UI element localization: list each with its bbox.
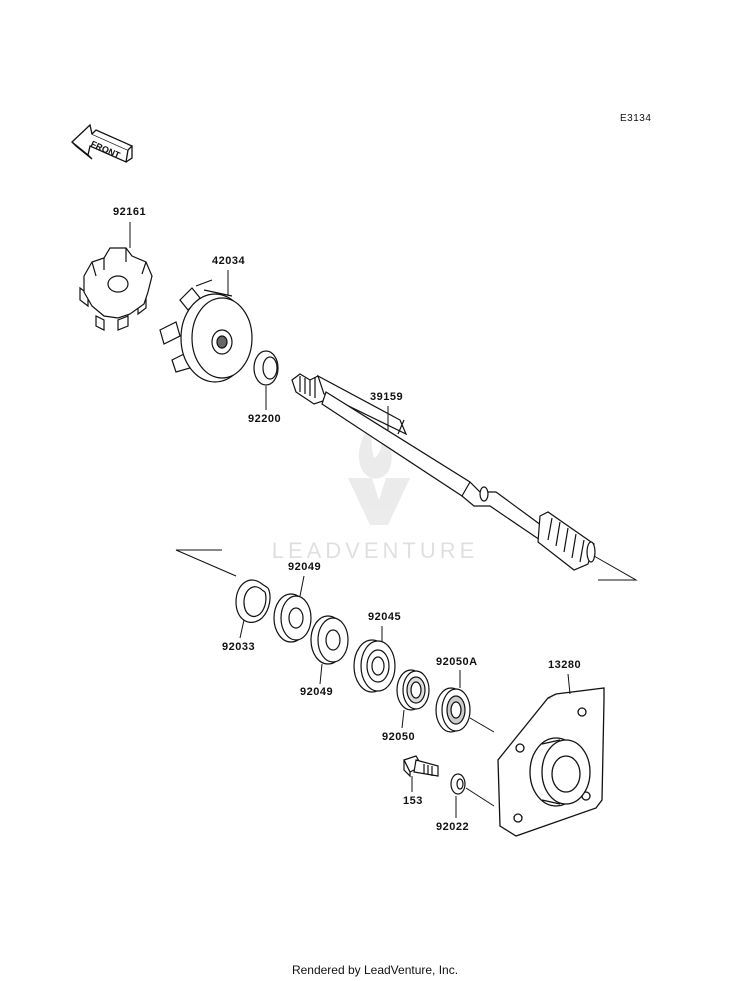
watermark-text: LEADVENTURE [272,538,479,563]
part-92050-bearing[interactable] [396,669,430,711]
part-153-fitting[interactable] [403,755,439,778]
label-153[interactable]: 153 [403,795,423,807]
part-92022-washer[interactable] [450,773,466,795]
part-39159-drive-shaft[interactable] [291,373,596,571]
leader-92050A-to-housing [469,717,495,733]
leader-13280 [567,673,571,695]
part-92033-circlip[interactable] [235,579,271,623]
label-92161[interactable]: 92161 [113,206,146,218]
part-92200-washer[interactable] [253,350,279,386]
footer-credit: Rendered by LeadVenture, Inc. [291,963,459,977]
part-42034-impeller[interactable] [159,279,253,383]
label-92049-upper[interactable]: 92049 [288,561,321,573]
assembly-line-left [175,549,237,577]
part-13280-bearing-housing[interactable] [497,687,605,837]
label-92200[interactable]: 92200 [248,413,281,425]
part-92050A-seal[interactable] [435,687,471,733]
label-13280[interactable]: 13280 [548,659,581,671]
part-92049-oil-seal-lower[interactable] [310,615,349,665]
part-92161-coupling[interactable] [79,247,153,331]
label-92050A[interactable]: 92050A [436,656,478,668]
leader-92022-to-housing [465,787,495,807]
leader-92049-upper [299,575,305,597]
label-92022[interactable]: 92022 [436,821,469,833]
label-92049-lower[interactable]: 92049 [300,686,333,698]
label-92033[interactable]: 92033 [222,641,255,653]
assembly-line-right [593,555,638,581]
leader-92049-lower [319,663,323,685]
label-92050[interactable]: 92050 [382,731,415,743]
part-92045-ball-bearing[interactable] [353,639,396,693]
front-arrow-icon [71,123,134,163]
label-42034[interactable]: 42034 [212,255,245,267]
part-92049-oil-seal-upper[interactable] [273,593,312,643]
label-92045[interactable]: 92045 [368,611,401,623]
leader-92050 [401,709,405,729]
diagram-code: E3134 [620,113,651,124]
leader-92033 [239,619,245,639]
label-39159[interactable]: 39159 [370,391,403,403]
